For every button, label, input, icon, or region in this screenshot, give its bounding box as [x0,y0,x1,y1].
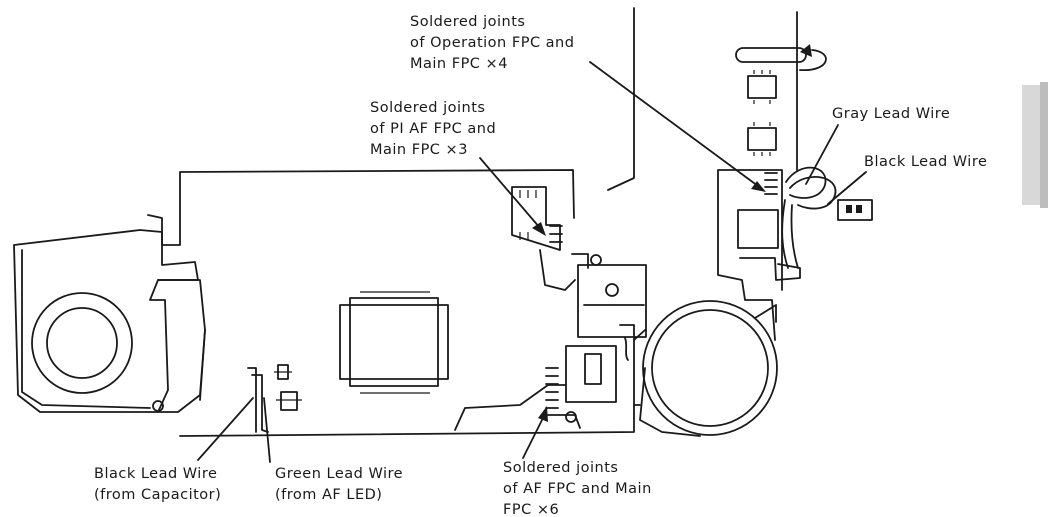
motor-assembly [633,300,778,437]
label-line: of AF FPC and Main [503,481,652,497]
label-green-lead-af-led: Green Lead Wire (from AF LED) [275,466,403,503]
label-operation-fpc: Soldered joints of Operation FPC and Mai… [410,14,574,72]
capacitor-leads [247,364,302,433]
label-pi-af-fpc: Soldered joints of PI AF FPC and Main FP… [370,100,496,158]
right-side-block [717,11,801,341]
label-line: Soldered joints [503,460,618,476]
label-line: Main FPC ×4 [410,56,508,72]
label-gray-lead-wire: Gray Lead Wire [832,106,950,122]
af-fpc-switch [454,324,635,431]
center-bracket [571,253,647,338]
label-black-lead-capacitor: Black Lead Wire (from Capacitor) [94,466,221,503]
label-line: Green Lead Wire [275,466,403,482]
solder-joints-af [545,367,559,409]
solder-joints-operation [764,172,778,195]
scan-edge [1022,82,1048,208]
label-line: (from AF LED) [275,487,382,503]
label-af-fpc: Soldered joints of AF FPC and Main FPC ×… [503,460,652,517]
pi-af-fpc-connector [511,186,576,291]
label-black-lead-wire: Black Lead Wire [864,154,987,170]
label-line: Soldered joints [370,100,485,116]
label-line: Soldered joints [410,14,525,30]
label-line: FPC ×6 [503,502,559,517]
curved-rotate-arrow-icon [799,44,827,71]
solder-joints-pi-af [549,225,563,243]
label-line: Main FPC ×3 [370,142,468,158]
label-line: of PI AF FPC and [370,121,496,137]
central-ic-chip [339,291,449,394]
label-line: of Operation FPC and [410,35,574,51]
top-right-components [735,47,807,156]
lead-wires [781,166,873,269]
leader-arrows [197,61,867,463]
label-line: Black Lead Wire [94,466,217,482]
label-line: (from Capacitor) [94,487,221,503]
speaker-housing [13,229,206,413]
